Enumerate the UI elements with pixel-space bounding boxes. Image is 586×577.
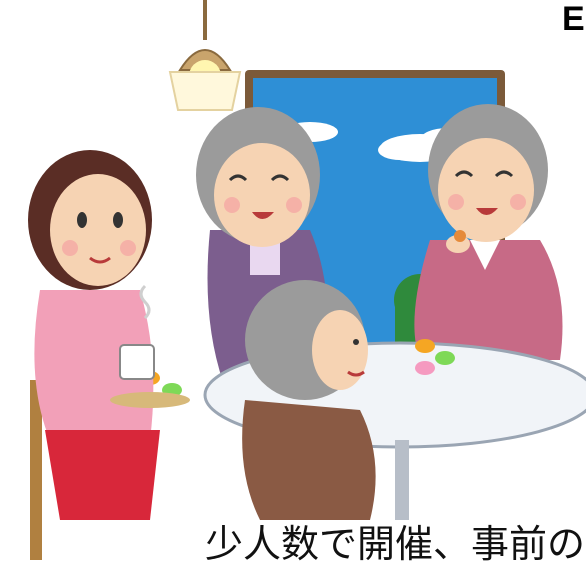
caregiver-woman <box>28 150 190 560</box>
grandma-front <box>242 280 376 520</box>
pendant-lamp <box>168 0 242 111</box>
caption-text: 少人数で開催、事前の <box>205 522 586 566</box>
corner-text: E <box>562 0 585 38</box>
grandma-back-right <box>414 104 563 360</box>
